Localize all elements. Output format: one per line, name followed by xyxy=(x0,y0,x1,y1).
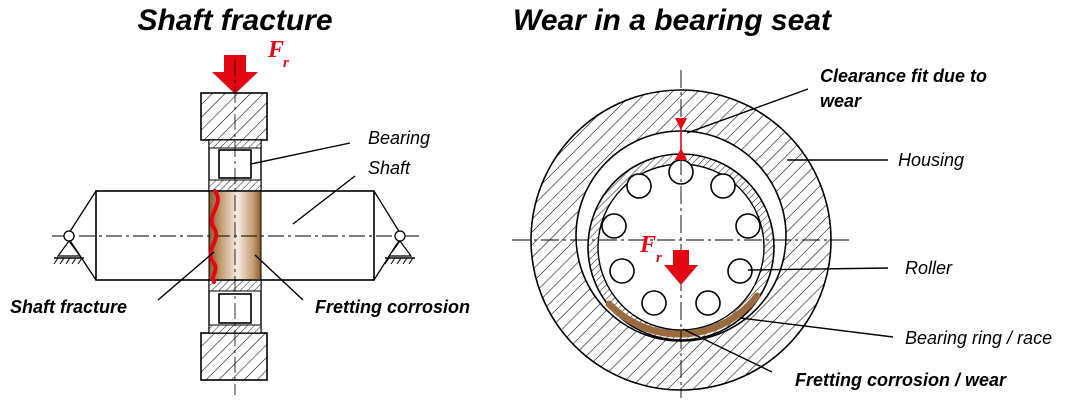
right-title: Wear in a bearing seat xyxy=(513,4,833,37)
bearing-seat-wear-diagram: Wear in a bearing seat xyxy=(512,4,1052,398)
radial-force-arrow-right xyxy=(664,250,698,285)
bearing-leader xyxy=(250,142,351,165)
rollers xyxy=(601,159,761,316)
ring-leader xyxy=(739,317,894,338)
label-fretting-wear: Fretting corrosion / wear xyxy=(795,370,1007,390)
clearance-leader xyxy=(686,88,809,134)
fracture-leader xyxy=(157,251,215,301)
roller xyxy=(727,258,753,284)
label-housing: Housing xyxy=(898,150,964,170)
fretting-leader-right xyxy=(682,328,773,373)
svg-text:r: r xyxy=(283,55,289,71)
fretting-leader-left xyxy=(254,254,304,301)
roller xyxy=(641,290,667,316)
right-support xyxy=(373,190,415,281)
label-clearance-line2: wear xyxy=(820,91,862,111)
upper-housing-block xyxy=(200,92,268,141)
roller xyxy=(626,173,652,199)
label-fretting-corrosion: Fretting corrosion xyxy=(315,297,470,317)
label-shaft: Shaft xyxy=(368,158,411,178)
roller xyxy=(609,258,635,284)
label-bearing-ring: Bearing ring / race xyxy=(905,328,1052,348)
label-roller: Roller xyxy=(905,258,953,278)
svg-text:F: F xyxy=(267,37,284,63)
label-bearing: Bearing xyxy=(368,128,430,148)
label-clearance-line1: Clearance fit due to xyxy=(820,66,987,86)
svg-text:r: r xyxy=(656,250,662,266)
force-label-right: F r xyxy=(639,232,662,266)
fracture-line xyxy=(208,189,220,284)
roller xyxy=(695,290,721,316)
label-shaft-fracture: Shaft fracture xyxy=(10,297,127,317)
lower-housing-block xyxy=(200,332,268,381)
left-support xyxy=(53,190,97,281)
shaft-leader xyxy=(292,175,356,225)
force-label-left: F r xyxy=(267,37,289,71)
shaft-fracture-diagram: Shaft fracture F r xyxy=(10,4,470,395)
roller xyxy=(710,173,736,199)
roller xyxy=(735,213,761,239)
roller xyxy=(601,213,627,239)
left-title: Shaft fracture xyxy=(137,4,332,37)
clearance-indicator xyxy=(675,118,687,160)
roller-leader xyxy=(747,267,889,271)
fretting-wear-arc xyxy=(605,292,761,338)
svg-text:F: F xyxy=(639,232,656,258)
